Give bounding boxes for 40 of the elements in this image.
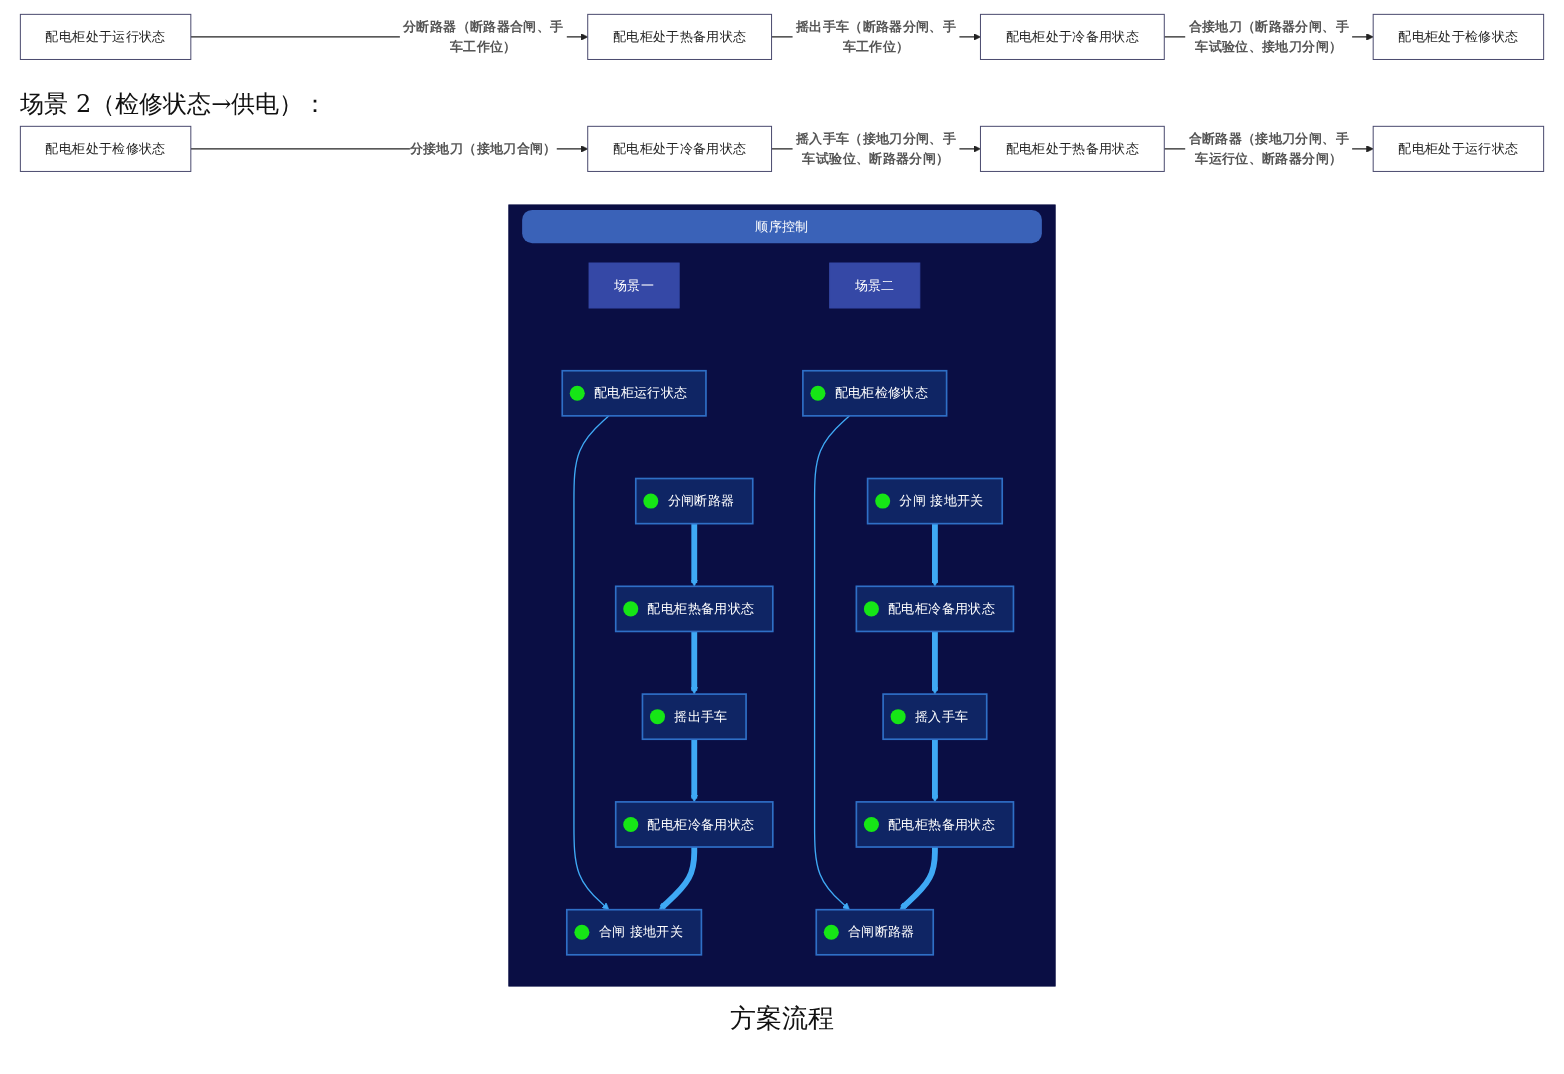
arrow [931, 523, 939, 587]
edge-label: 合断路器（接地刀分闸、手车运行位、断路器分闸） [1188, 130, 1349, 167]
arrow [899, 847, 938, 910]
node-box: 配电柜运行状态 [561, 369, 707, 417]
edge-label: 分断路器（断路器合闸、手车工作位） [403, 18, 564, 55]
arrow [573, 415, 610, 910]
node-box: 场景一 [588, 262, 680, 309]
edge-label: 合接地刀（断路器分闸、手车试验位、接地刀分闸） [1188, 18, 1349, 55]
node-box: 配电柜处于冷备用状态 [587, 125, 773, 172]
arrow [690, 739, 698, 803]
arrow [658, 847, 698, 910]
arrow [813, 415, 851, 910]
arrow [931, 739, 939, 803]
node-box: 摇入手车 [882, 693, 988, 741]
node-box: 配电柜处于运行状态 [19, 13, 192, 60]
node-box: 分闸 接地开关 [866, 477, 1004, 525]
edge-label: 摇入手车（接地刀分闸、手车试验位、断路器分闸） [795, 130, 957, 167]
node-box: 合闸 接地开关 [565, 908, 703, 956]
section-heading: 场景 2（检修状态→供电）： [20, 89, 328, 121]
node-box: 配电柜处于检修状态 [19, 125, 192, 172]
node-box: 配电柜冷备用状态 [855, 585, 1015, 633]
node-box: 配电柜冷备用状态 [614, 801, 774, 848]
edge-label: 分接地刀（接地刀合闸） [409, 140, 557, 157]
arrow [690, 523, 698, 587]
node-box: 配电柜热备用状态 [614, 585, 774, 633]
figure-caption: 方案流程 [730, 1001, 834, 1035]
arrow [690, 631, 698, 695]
node-box: 配电柜处于热备用状态 [979, 125, 1165, 172]
node-box: 摇出手车 [641, 693, 747, 741]
node-box: 配电柜处于运行状态 [1372, 125, 1545, 172]
node-box: 配电柜处于检修状态 [1372, 13, 1545, 60]
node-box: 配电柜处于冷备用状态 [979, 13, 1165, 60]
node-box: 分闸断路器 [634, 477, 754, 525]
arrow [931, 631, 939, 695]
node-box: 合闸断路器 [815, 908, 935, 956]
edge-label: 摇出手车（断路器分闸、手车工作位） [795, 18, 957, 55]
node-box: 配电柜处于热备用状态 [587, 13, 773, 60]
node-box: 配电柜热备用状态 [855, 801, 1015, 848]
node-box: 配电柜检修状态 [802, 369, 948, 417]
node-box: 场景二 [829, 262, 921, 309]
